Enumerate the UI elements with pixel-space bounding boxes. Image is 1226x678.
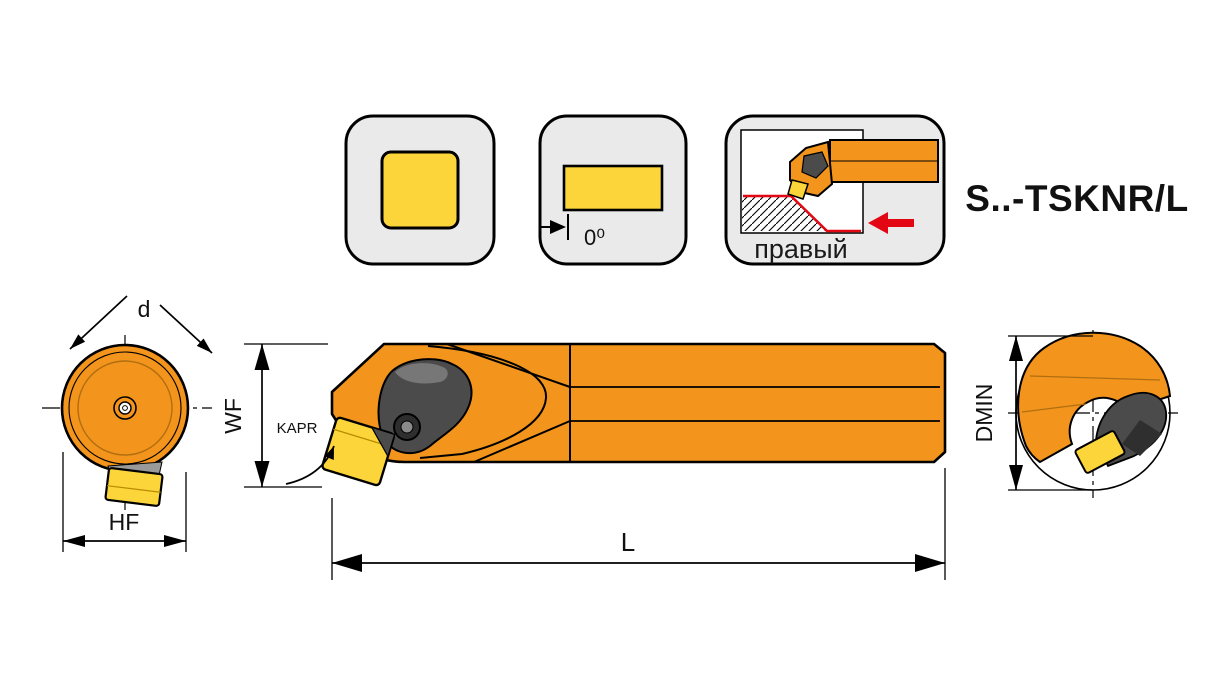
insert-side-view [321, 416, 396, 487]
mini-tool-insert [787, 179, 809, 200]
angle-arrow-icon [550, 220, 566, 234]
feed-arrow-tail [888, 219, 914, 227]
insert-pocket-outline [419, 345, 548, 459]
tool-head-front [1017, 331, 1172, 464]
clamp-shadow [1122, 420, 1162, 456]
dim-label-kapr: KAPR [277, 420, 318, 437]
dim-label-dmin: DMIN [971, 384, 997, 443]
clearance-angle-label: 0⁰ [584, 225, 605, 250]
dim-label-d: d [138, 296, 151, 322]
dim-label-hf: HF [109, 509, 140, 535]
zero-clearance-angle-icon: 0⁰ [538, 114, 688, 266]
right-hand-application-icon: правый [724, 114, 946, 266]
dim-label-wf: WF [220, 398, 246, 434]
end-view-left: d HF [42, 295, 213, 552]
cut-profile-line [743, 194, 861, 233]
insert-side-profile [562, 164, 664, 212]
square-insert-icon [344, 114, 496, 266]
end-view-right: DMIN [971, 330, 1178, 498]
hand-direction-label: правый [754, 234, 848, 264]
feed-direction-arrow-icon [868, 212, 888, 234]
mini-tool-clamp [801, 151, 829, 179]
square-insert-glyph [380, 150, 460, 230]
insert-front-view [104, 467, 164, 507]
clamp-highlight [395, 363, 448, 384]
workpiece-hatch [742, 197, 826, 231]
dim-label-l: L [621, 527, 635, 557]
model-designation: S..-TSKNR/L [965, 178, 1188, 219]
insert-front-edge [1074, 430, 1126, 474]
side-view: WF KAPR L [220, 342, 947, 580]
